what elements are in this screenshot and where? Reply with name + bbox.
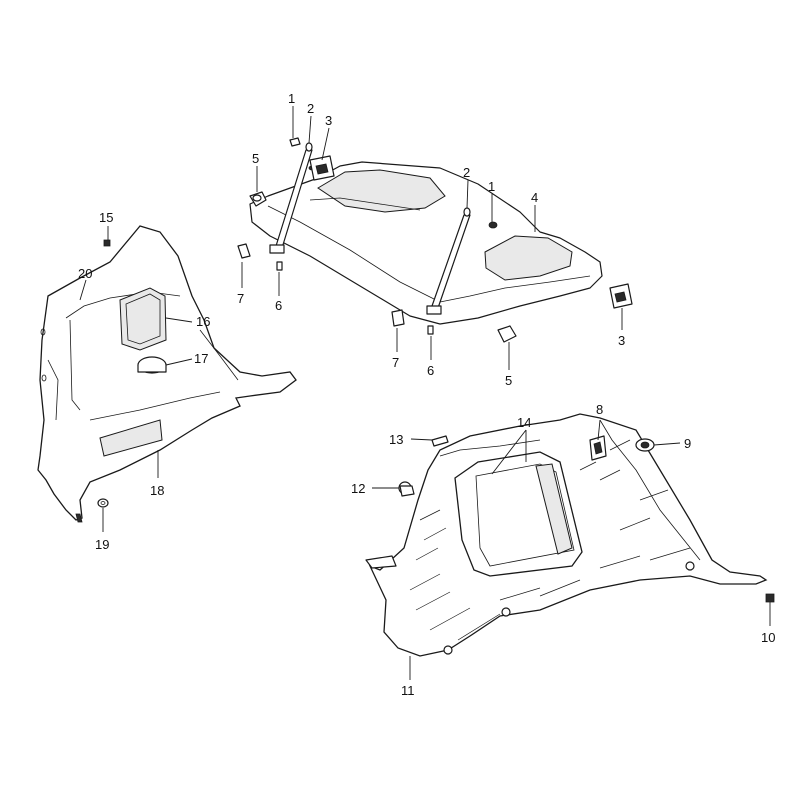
leader-lines [79, 106, 771, 680]
callout-10: 10 [761, 630, 775, 645]
bracket-3b [609, 283, 633, 309]
callout-3b: 3 [618, 333, 625, 348]
grommet-9 [635, 438, 655, 452]
shelf-strut-right [426, 207, 471, 315]
washer-19 [97, 498, 109, 508]
callout-7a: 7 [237, 291, 244, 306]
callout-18: 18 [150, 483, 164, 498]
clip-10 [765, 593, 775, 603]
callout-6a: 6 [275, 298, 282, 313]
callout-11: 11 [401, 683, 415, 698]
clip-5a [249, 191, 267, 207]
screw-15 [103, 239, 111, 247]
callout-5b: 5 [505, 373, 512, 388]
callout-7b: 7 [392, 355, 399, 370]
clip-5b [497, 325, 517, 343]
plug-6b [427, 325, 434, 335]
callout-15: 15 [99, 210, 113, 225]
pad-7a [237, 243, 251, 259]
callout-17: 17 [194, 351, 208, 366]
clip-13 [431, 435, 449, 447]
callout-14: 14 [517, 415, 531, 430]
fastener-12 [398, 481, 415, 497]
callout-19: 19 [95, 537, 109, 552]
callout-1b: 1 [488, 179, 495, 194]
callout-5a: 5 [252, 151, 259, 166]
callout-9: 9 [684, 436, 691, 451]
callout-6b: 6 [427, 363, 434, 378]
callout-4: 4 [531, 190, 538, 205]
callout-2a: 2 [307, 101, 314, 116]
fastener-1a [289, 137, 301, 147]
bracket-3a [309, 155, 335, 181]
callout-13: 13 [389, 432, 403, 447]
shelf-strut-left [269, 142, 313, 254]
plug-6a [276, 261, 283, 271]
callout-16: 16 [196, 314, 210, 329]
callout-3a: 3 [325, 113, 332, 128]
left-quarter-trim [37, 225, 297, 523]
callout-2b: 2 [463, 165, 470, 180]
pad-7b [391, 309, 405, 327]
callout-20: 20 [78, 266, 92, 281]
parcel-shelf [249, 161, 603, 325]
right-quarter-trim [365, 413, 768, 657]
callout-12: 12 [351, 481, 365, 496]
callout-1a: 1 [288, 91, 295, 106]
callout-8: 8 [596, 402, 603, 417]
